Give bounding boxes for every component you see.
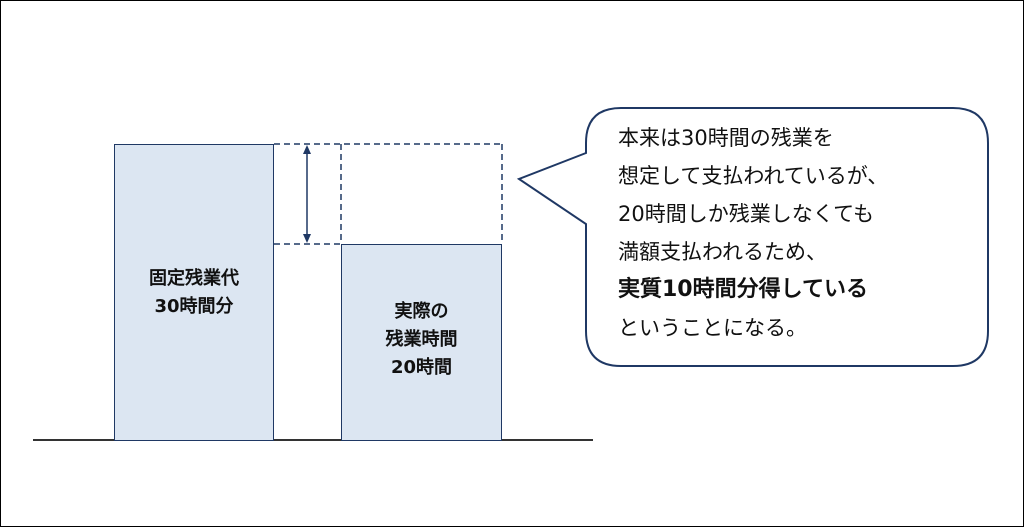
actual-overtime-label-line1: 実際の	[394, 301, 449, 322]
speech-bubble-line3: 20時間しか残業しなくても	[618, 202, 875, 226]
baseline	[33, 439, 593, 441]
gap-arrow-down-head	[303, 234, 311, 243]
actual-overtime-label-line3: 20時間	[390, 357, 453, 378]
actual-overtime-label-line2: 残業時間	[385, 329, 458, 350]
speech-bubble-line5-emphasis: 実質10時間分得している	[618, 277, 868, 302]
speech-bubble-line6: ということになる。	[618, 316, 807, 340]
fixed-overtime-label-line2: 30時間分	[154, 296, 234, 317]
gap-arrow-up-head	[303, 145, 311, 154]
speech-bubble-text: 本来は30時間の残業を 想定して支払われているが、 20時間しか残業しなくても …	[618, 119, 958, 347]
actual-overtime-label: 実際の 残業時間 20時間	[342, 298, 501, 382]
actual-overtime-bar: 実際の 残業時間 20時間	[341, 244, 502, 441]
fixed-overtime-label-line1: 固定残業代	[149, 268, 239, 289]
speech-bubble-line2: 想定して支払われているが、	[618, 164, 889, 188]
speech-bubble-outline	[516, 107, 989, 367]
speech-bubble-line4: 満額支払われるため、	[618, 240, 827, 264]
fixed-overtime-bar: 固定残業代 30時間分	[114, 144, 274, 441]
fixed-overtime-label: 固定残業代 30時間分	[115, 265, 273, 321]
speech-bubble-line1: 本来は30時間の残業を	[618, 126, 834, 150]
